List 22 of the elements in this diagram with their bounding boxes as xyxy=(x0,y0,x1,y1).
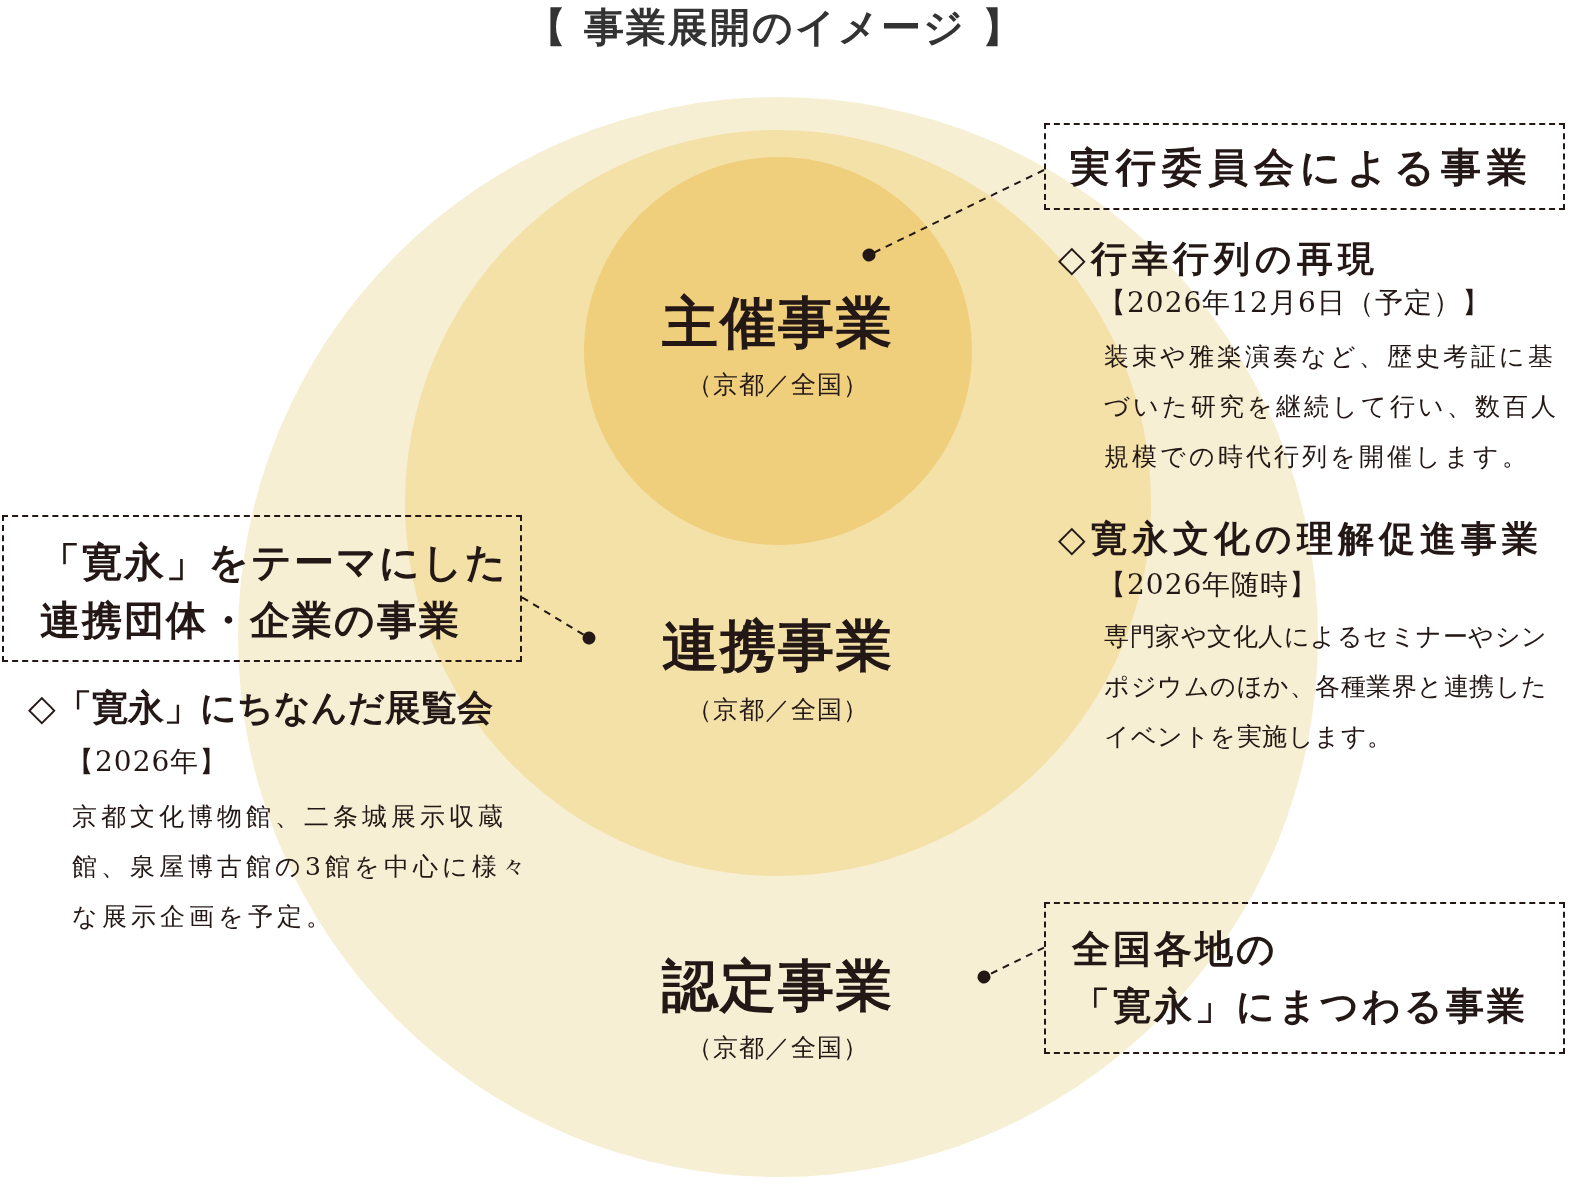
item-heading: ◇「寛永」にちなんだ展覧会 xyxy=(28,685,493,730)
item-heading: ◇寛永文化の理解促進事業 xyxy=(1058,516,1543,561)
dashed-callout: 実行委員会による事業 xyxy=(1044,123,1565,210)
region-note: （京都／全国） xyxy=(687,694,869,726)
date-label: 【2026年随時】 xyxy=(1098,567,1319,603)
category-title: 認定事業 xyxy=(662,951,894,1020)
item-heading: ◇行幸行列の再現 xyxy=(1058,236,1379,281)
leader-line xyxy=(521,596,596,645)
dashed-callout: 全国各地の「寛永」にまつわる事業 xyxy=(1044,902,1565,1054)
region-note: （京都／全国） xyxy=(687,1032,869,1064)
region-note: （京都／全国） xyxy=(687,369,869,401)
item-description: 京都文化博物館、二条城展示収蔵館、泉屋博古館の3館を中心に様々な展示企画を予定。 xyxy=(72,801,531,933)
item-description: 専門家や文化人によるセミナーやシンポジウムのほか、各種業界と連携したイベントを実施します。 xyxy=(1104,621,1549,753)
dashed-callout: 「寛永」をテーマにした連携団体・企業の事業 xyxy=(2,515,522,662)
category-title: 連携事業 xyxy=(662,611,894,680)
leader-line xyxy=(977,946,1045,984)
date-label: 【2026年12月6日（予定）】 xyxy=(1098,285,1491,321)
date-label: 【2026年】 xyxy=(66,744,229,780)
diagram-title: 【 事業展開のイメージ 】 xyxy=(526,2,1024,52)
item-description: 装束や雅楽演奏など、歴史考証に基づいた研究を継続して行い、数百人規模での時代行列を開催します。 xyxy=(1104,341,1560,473)
leader-line xyxy=(862,169,1045,262)
category-title: 主催事業 xyxy=(662,288,894,357)
